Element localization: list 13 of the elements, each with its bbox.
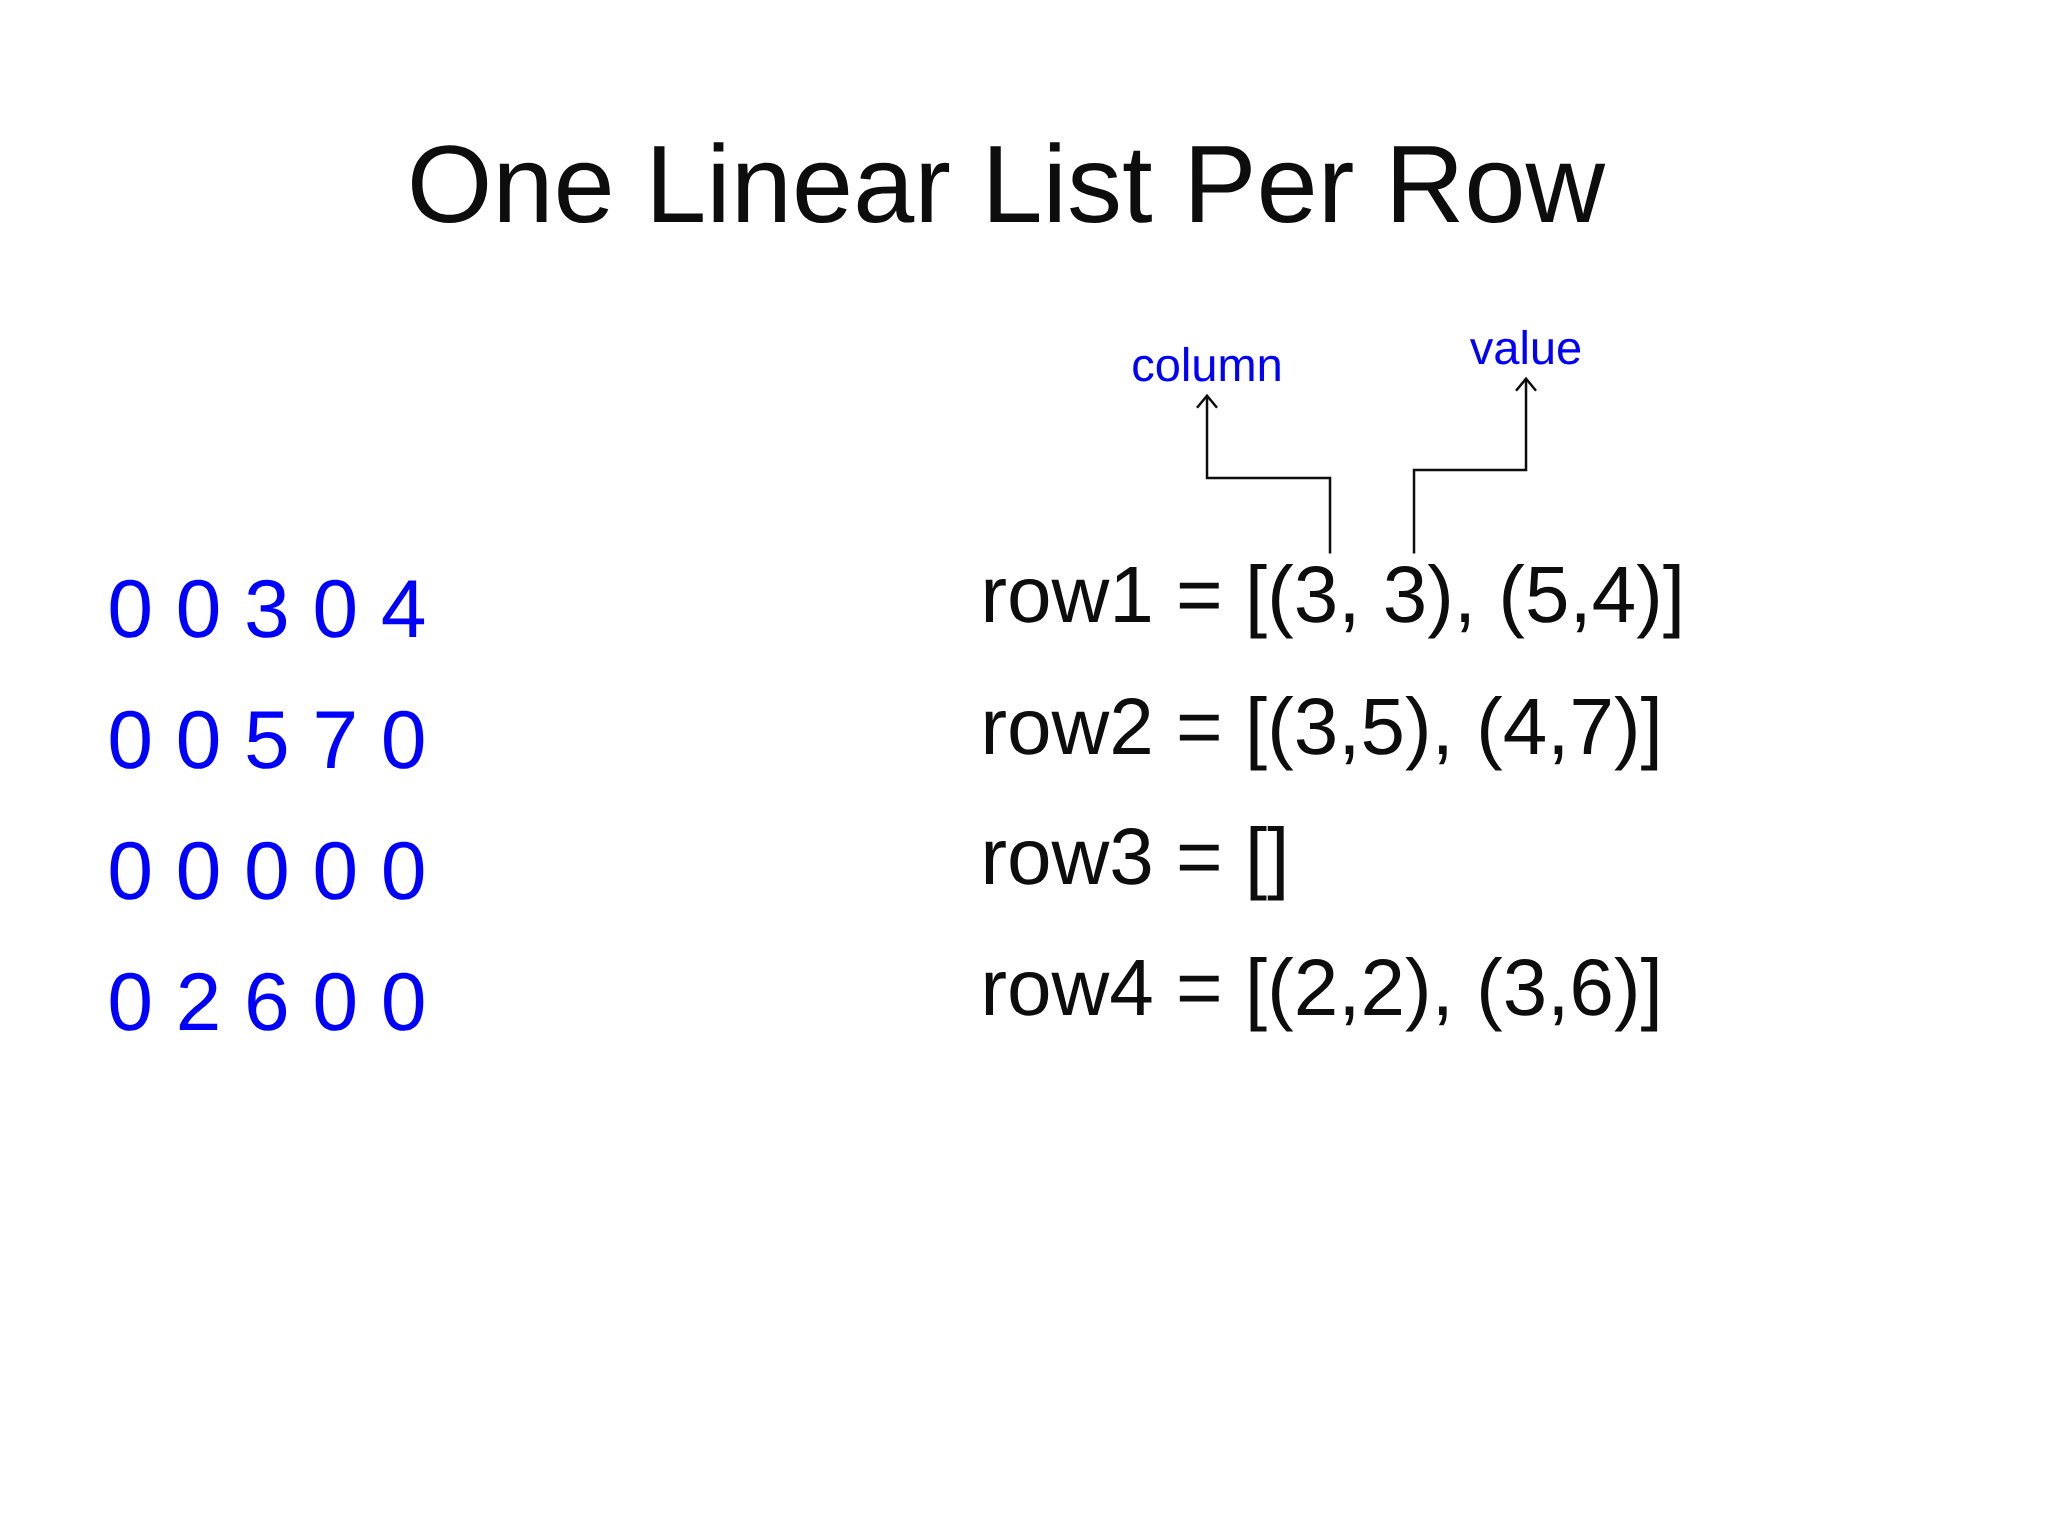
matrix-row: 0 0 5 7 0 [110, 710, 424, 769]
leader-arrow [1196, 393, 1332, 554]
leader-arrow [1412, 376, 1537, 554]
list-expression: row2 = [(3,5), (4,7)] [985, 696, 1658, 771]
list-expression: row1 = [(3, 3), (5,4)] [985, 564, 1680, 639]
list-expression: row3 = [] [985, 826, 1284, 901]
matrix-row: 0 0 3 0 4 [110, 579, 425, 638]
list-expression: row4 = [(2,2), (3,6)] [985, 957, 1658, 1032]
matrix-row: 0 2 6 0 0 [110, 972, 424, 1031]
callout-label: value [1470, 329, 1581, 365]
title: One Linear List Per Row [412, 142, 1606, 224]
matrix-row: 0 0 0 0 0 [110, 841, 424, 900]
callout-label: column [1133, 346, 1280, 382]
